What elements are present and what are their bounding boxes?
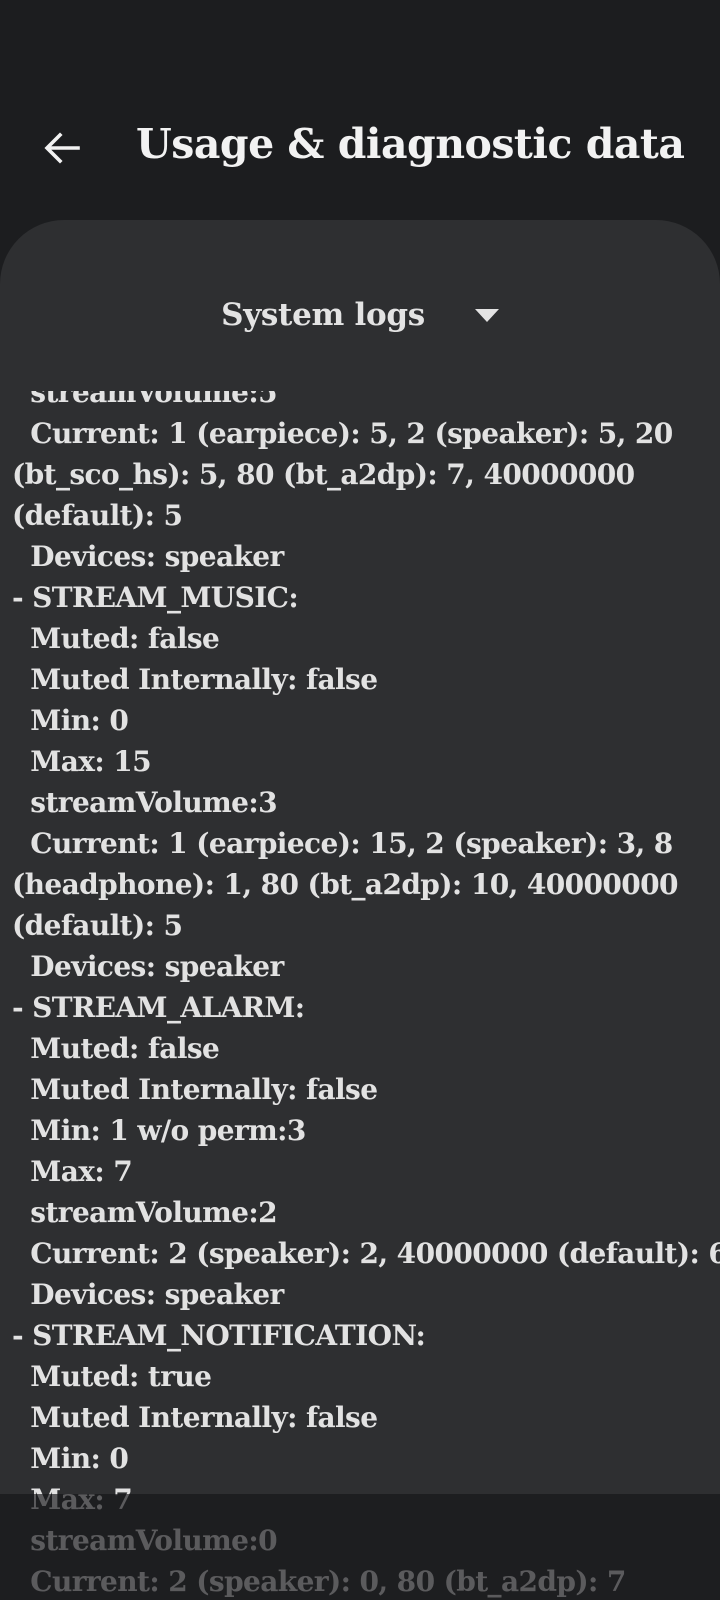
log-type-label: System logs: [221, 297, 425, 333]
log-line: streamVolume:5: [12, 391, 278, 409]
app-bar: Usage & diagnostic data: [0, 0, 720, 220]
log-line: Min: 0: [12, 1442, 129, 1475]
bottom-fade-overlay: [0, 1494, 720, 1600]
log-line: streamVolume:2: [12, 1196, 278, 1229]
log-line: Muted Internally: false: [12, 1073, 378, 1106]
back-arrow-icon: [44, 132, 80, 164]
page-title: Usage & diagnostic data: [136, 120, 685, 168]
back-button[interactable]: [30, 116, 94, 180]
log-line: (bt_sco_hs): 5, 80 (bt_a2dp): 7, 4000000…: [12, 458, 635, 491]
log-line: Devices: speaker: [12, 540, 284, 573]
log-line: Min: 1 w/o perm:3: [12, 1114, 306, 1147]
log-line: Muted Internally: false: [12, 663, 378, 696]
log-line: Current: 1 (earpiece): 5, 2 (speaker): 5…: [12, 417, 673, 450]
log-line: Muted: false: [12, 622, 220, 655]
log-line: Current: 1 (earpiece): 15, 2 (speaker): …: [12, 827, 673, 860]
log-line: Devices: speaker: [12, 1278, 284, 1311]
log-line: Current: 2 (speaker): 2, 40000000 (defau…: [12, 1237, 720, 1270]
log-type-dropdown[interactable]: System logs: [0, 280, 720, 350]
log-lines: streamVolume:5 Current: 1 (earpiece): 5,…: [12, 391, 720, 1600]
log-line: Muted Internally: false: [12, 1401, 378, 1434]
log-line: streamVolume:3: [12, 786, 278, 819]
log-sheet: System logs streamVolume:5 Current: 1 (e…: [0, 220, 720, 1600]
log-line: Muted: true: [12, 1360, 212, 1393]
log-line: (headphone): 1, 80 (bt_a2dp): 10, 400000…: [12, 868, 679, 901]
log-line: Min: 0: [12, 704, 129, 737]
log-line: (default): 5: [12, 499, 183, 532]
log-line: (default): 5: [12, 909, 183, 942]
log-line: - STREAM_NOTIFICATION:: [12, 1319, 426, 1352]
log-line: Max: 15: [12, 745, 151, 778]
log-line: - STREAM_MUSIC:: [12, 581, 299, 614]
log-viewport[interactable]: streamVolume:5 Current: 1 (earpiece): 5,…: [0, 391, 720, 1600]
log-line: Muted: false: [12, 1032, 220, 1065]
dropdown-caret-icon: [474, 308, 499, 322]
log-line: Max: 7: [12, 1155, 133, 1188]
log-line: Devices: speaker: [12, 950, 284, 983]
log-line: - STREAM_ALARM:: [12, 991, 305, 1024]
